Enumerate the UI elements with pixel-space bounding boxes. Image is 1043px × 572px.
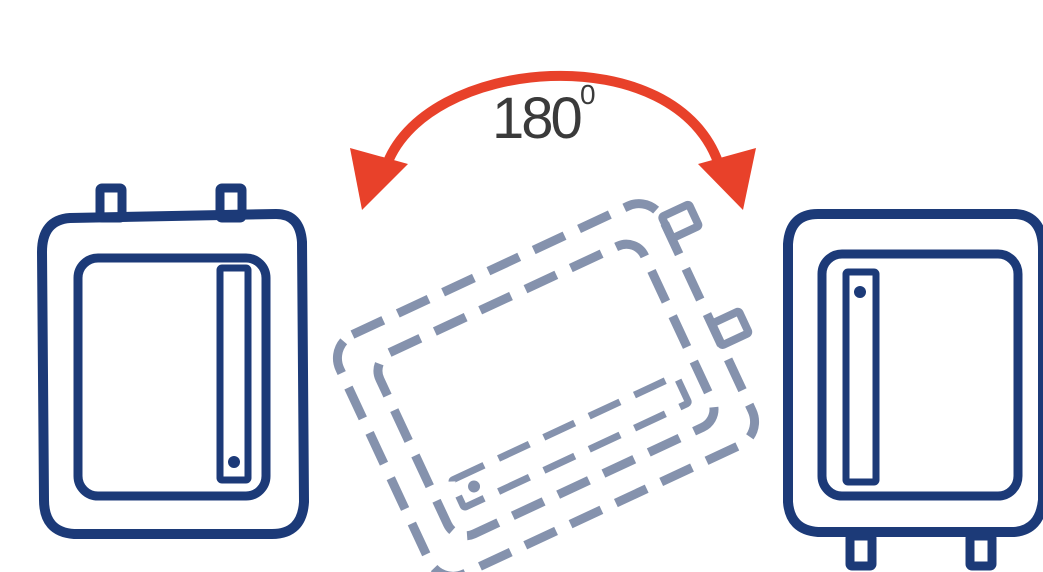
rotation-degree-symbol: 0 — [580, 79, 596, 110]
arrowhead-right — [698, 148, 756, 210]
ghost-device-tab-bottom — [708, 307, 753, 349]
right-device-tab-left — [845, 531, 877, 571]
ghost-device-indicator-dot — [468, 480, 481, 493]
right-device-tab-right — [965, 531, 997, 571]
left-device-display-strip — [216, 264, 252, 484]
ghost-device-body — [332, 199, 760, 572]
rotation-angle-label: 180 — [492, 86, 581, 151]
left-device-body — [37, 209, 309, 539]
rotation-arc-arrow-icon — [350, 70, 756, 210]
ghost-device-tab-top — [658, 200, 703, 242]
right-device-front-panel — [817, 249, 1023, 501]
device-rotating-ghost-icon — [332, 199, 760, 572]
ghost-device-front-panel — [373, 239, 719, 541]
right-device-body — [783, 209, 1043, 537]
device-upside-down-icon — [783, 209, 1043, 571]
ghost-device-display-strip — [448, 372, 692, 511]
arrowhead-left — [350, 148, 408, 210]
right-device-display-strip — [842, 268, 880, 486]
left-device-front-panel — [73, 253, 271, 501]
rotation-arc — [380, 70, 725, 175]
right-device-indicator-dot — [854, 286, 866, 298]
device-upright-icon — [37, 183, 309, 539]
left-device-indicator-dot — [228, 456, 240, 468]
